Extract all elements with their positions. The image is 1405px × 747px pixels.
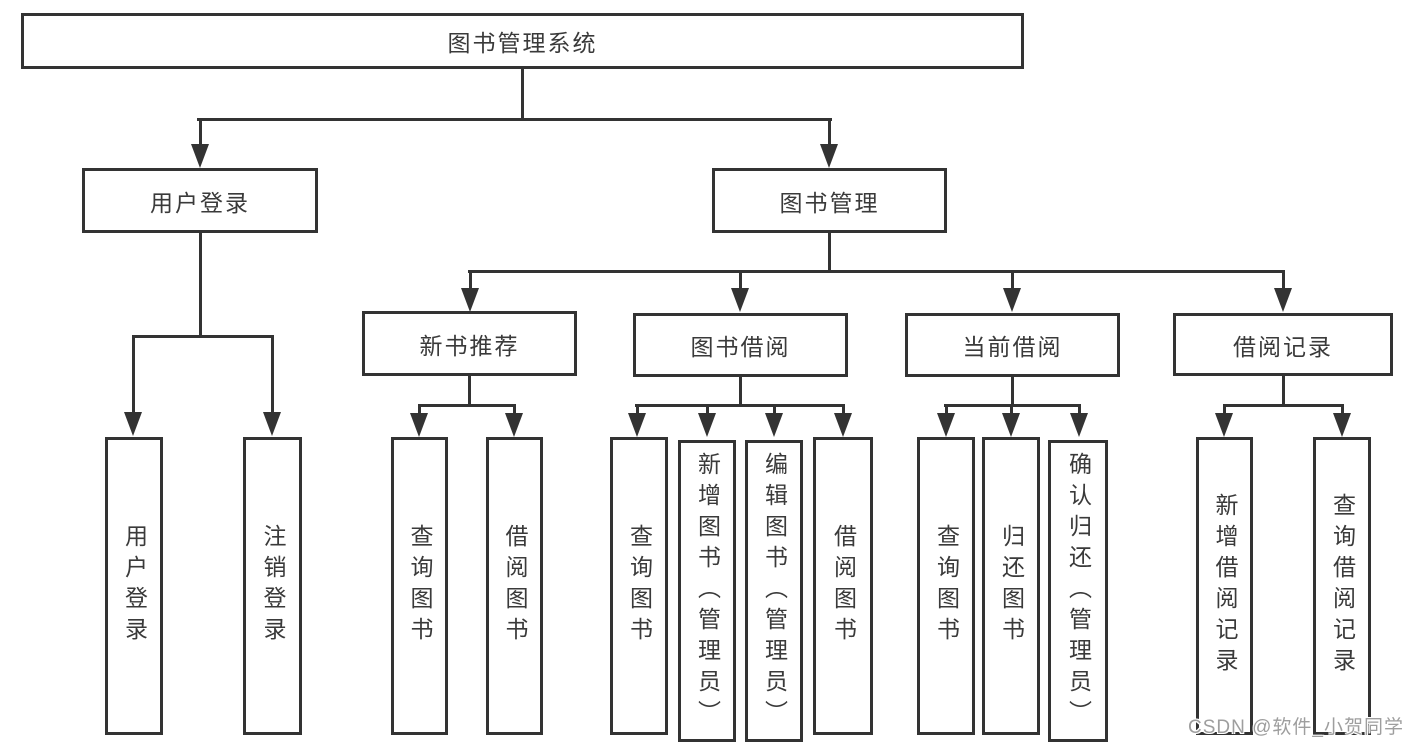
arrowhead-icon: [263, 412, 281, 436]
leaf-confirm-return-admin: 确认归还（管理员）: [1048, 440, 1108, 742]
arrowhead-icon: [191, 144, 209, 168]
node-label: 图书借阅: [690, 334, 791, 360]
node-label: 当前借阅: [962, 334, 1063, 360]
leaf-add-borrow-record: 新增借阅记录: [1196, 437, 1253, 735]
leaf-edit-book-admin: 编辑图书（管理员）: [745, 440, 803, 742]
node-label: 图书管理系统: [447, 30, 598, 56]
arrowhead-icon: [1070, 413, 1088, 437]
node-label: 借阅图书: [502, 524, 528, 648]
node-borrowing-records: 借阅记录: [1173, 313, 1393, 376]
connector-line: [271, 335, 274, 413]
leaf-current-query-book: 查询图书: [917, 437, 975, 735]
arrowhead-icon: [628, 413, 646, 437]
leaf-user-login: 用户登录: [105, 437, 163, 735]
connector-line: [828, 233, 831, 272]
arrowhead-icon: [1333, 413, 1351, 437]
connector-line: [636, 404, 639, 414]
arrowhead-icon: [937, 413, 955, 437]
connector-line: [199, 118, 202, 145]
leaf-recommend-borrow-book: 借阅图书: [486, 437, 543, 735]
connector-line: [773, 404, 776, 414]
connector-line: [1011, 270, 1014, 289]
connector-line: [945, 404, 948, 414]
connector-line: [199, 233, 202, 337]
connector-line: [1223, 404, 1344, 407]
arrowhead-icon: [1215, 413, 1233, 437]
connector-line: [1010, 404, 1013, 414]
connector-line: [513, 404, 516, 414]
node-book-borrowing: 图书借阅: [633, 313, 848, 377]
arrowhead-icon: [410, 413, 428, 437]
connector-line: [132, 335, 274, 338]
connector-line: [1011, 377, 1014, 406]
node-label: 查询借阅记录: [1329, 493, 1356, 679]
connector-line: [1282, 270, 1285, 289]
node-label: 查询图书: [407, 524, 433, 648]
node-label: 用户登录: [121, 524, 148, 648]
connector-line: [1223, 404, 1226, 414]
arrowhead-icon: [820, 144, 838, 168]
connector-line: [468, 376, 471, 406]
node-label: 新增图书（管理员）: [694, 451, 721, 731]
node-label: 查询图书: [626, 524, 653, 648]
leaf-query-borrow-record: 查询借阅记录: [1313, 437, 1371, 735]
connector-line: [739, 270, 742, 289]
connector-line: [739, 377, 742, 406]
connector-line: [706, 404, 709, 414]
arrowhead-icon: [1003, 288, 1021, 312]
node-label: 查询图书: [933, 524, 960, 648]
connector-line: [828, 118, 831, 145]
arrowhead-icon: [461, 288, 479, 312]
node-new-book-recommend: 新书推荐: [362, 311, 577, 376]
node-label: 编辑图书（管理员）: [761, 451, 788, 731]
leaf-return-book: 归还图书: [982, 437, 1040, 735]
node-label: 确认归还（管理员）: [1065, 451, 1092, 731]
connector-line: [1078, 404, 1081, 414]
node-label: 借阅记录: [1233, 333, 1333, 360]
arrowhead-icon: [1002, 413, 1020, 437]
arrowhead-icon: [505, 413, 523, 437]
leaf-borrowing-query-book: 查询图书: [610, 437, 668, 735]
node-label: 新增借阅记录: [1212, 493, 1238, 679]
node-root: 图书管理系统: [21, 13, 1024, 69]
node-label: 用户登录: [150, 189, 250, 216]
leaf-recommend-query-book: 查询图书: [391, 437, 448, 735]
node-label: 归还图书: [998, 524, 1025, 648]
connector-line: [197, 118, 832, 121]
connector-line: [469, 270, 472, 289]
connector-line: [635, 404, 845, 407]
connector-line: [521, 69, 524, 120]
node-label: 新书推荐: [419, 332, 520, 359]
connector-line: [468, 270, 1285, 273]
node-label: 借阅图书: [830, 524, 857, 648]
arrowhead-icon: [124, 412, 142, 436]
leaf-logout: 注销登录: [243, 437, 302, 735]
arrowhead-icon: [765, 413, 783, 437]
leaf-add-book-admin: 新增图书（管理员）: [678, 440, 736, 742]
connector-line: [418, 404, 421, 414]
node-book-management: 图书管理: [712, 168, 947, 233]
connector-line: [418, 404, 516, 407]
node-current-borrowing: 当前借阅: [905, 313, 1120, 377]
node-label: 注销登录: [260, 524, 286, 648]
connector-line: [1341, 404, 1344, 414]
node-user-login: 用户登录: [82, 168, 318, 233]
connector-line: [132, 335, 135, 413]
arrowhead-icon: [834, 413, 852, 437]
arrowhead-icon: [731, 288, 749, 312]
connector-line: [842, 404, 845, 414]
node-label: 图书管理: [779, 189, 880, 216]
arrowhead-icon: [1274, 288, 1292, 312]
leaf-borrow-book: 借阅图书: [813, 437, 873, 735]
connector-line: [1282, 376, 1285, 406]
csdn-watermark: CSDN @软件_小贺同学: [1188, 717, 1404, 738]
arrowhead-icon: [698, 413, 716, 437]
